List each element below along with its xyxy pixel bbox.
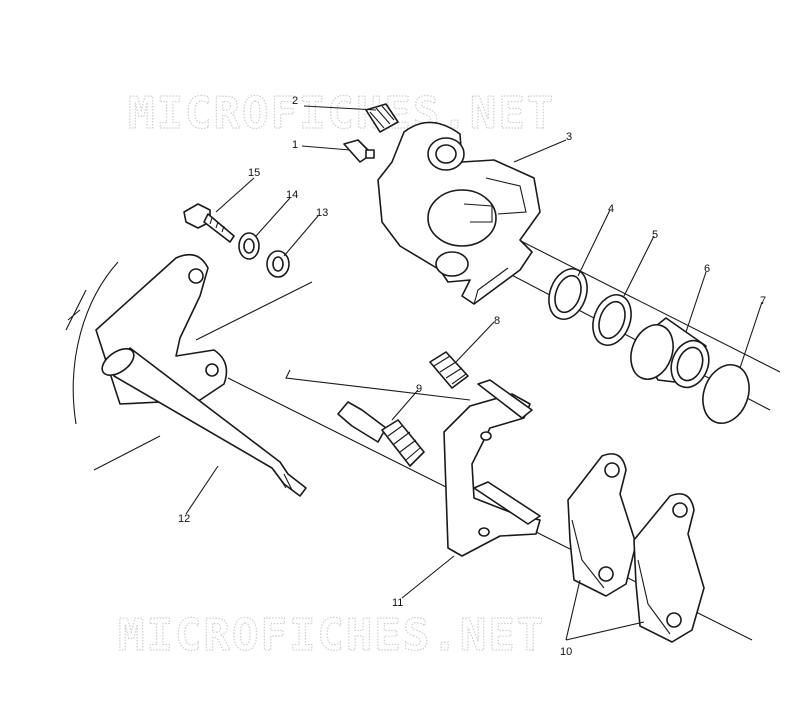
part-1-bleeder-valve xyxy=(343,139,375,163)
callout-10: 10 xyxy=(560,646,572,658)
part-7-cap xyxy=(702,364,750,424)
callout-1: 1 xyxy=(292,139,298,151)
callout-13: 13 xyxy=(316,207,328,219)
callout-9: 9 xyxy=(416,383,422,395)
callout-15: 15 xyxy=(248,167,260,179)
callout-12: 12 xyxy=(178,513,190,525)
callout-8: 8 xyxy=(494,315,500,327)
watermark-top: MICROFICHES.NET xyxy=(128,88,555,139)
part-12-axle-pin xyxy=(101,347,307,497)
callout-6: 6 xyxy=(704,263,710,275)
part-4-piston-seal xyxy=(548,268,588,320)
part-15-bolt xyxy=(183,203,235,243)
part-8-spring xyxy=(429,351,469,389)
callout-5: 5 xyxy=(652,229,658,241)
callout-11: 11 xyxy=(392,597,403,609)
callout-labels: 2 1 3 4 5 6 7 8 9 10 11 12 13 14 15 xyxy=(178,95,766,658)
part-10-brake-pads xyxy=(567,453,705,643)
callout-3: 3 xyxy=(566,131,572,143)
watermark-bottom: MICROFICHES.NET xyxy=(118,610,545,661)
brake-disc xyxy=(65,261,161,471)
part-13-washer xyxy=(266,250,290,278)
callout-4: 4 xyxy=(608,203,614,215)
part-6-piston xyxy=(630,317,710,389)
part-9-guide-pin xyxy=(337,401,425,467)
part-11-caliper-bracket xyxy=(443,379,541,557)
leader-lines xyxy=(185,105,763,641)
callout-14: 14 xyxy=(286,189,298,201)
callout-2: 2 xyxy=(292,95,298,107)
callout-7: 7 xyxy=(760,295,766,307)
part-2-plug xyxy=(365,103,399,133)
part-3-caliper-body xyxy=(377,121,541,305)
part-5-dust-seal xyxy=(592,294,632,346)
part-14-lock-washer xyxy=(238,232,260,260)
